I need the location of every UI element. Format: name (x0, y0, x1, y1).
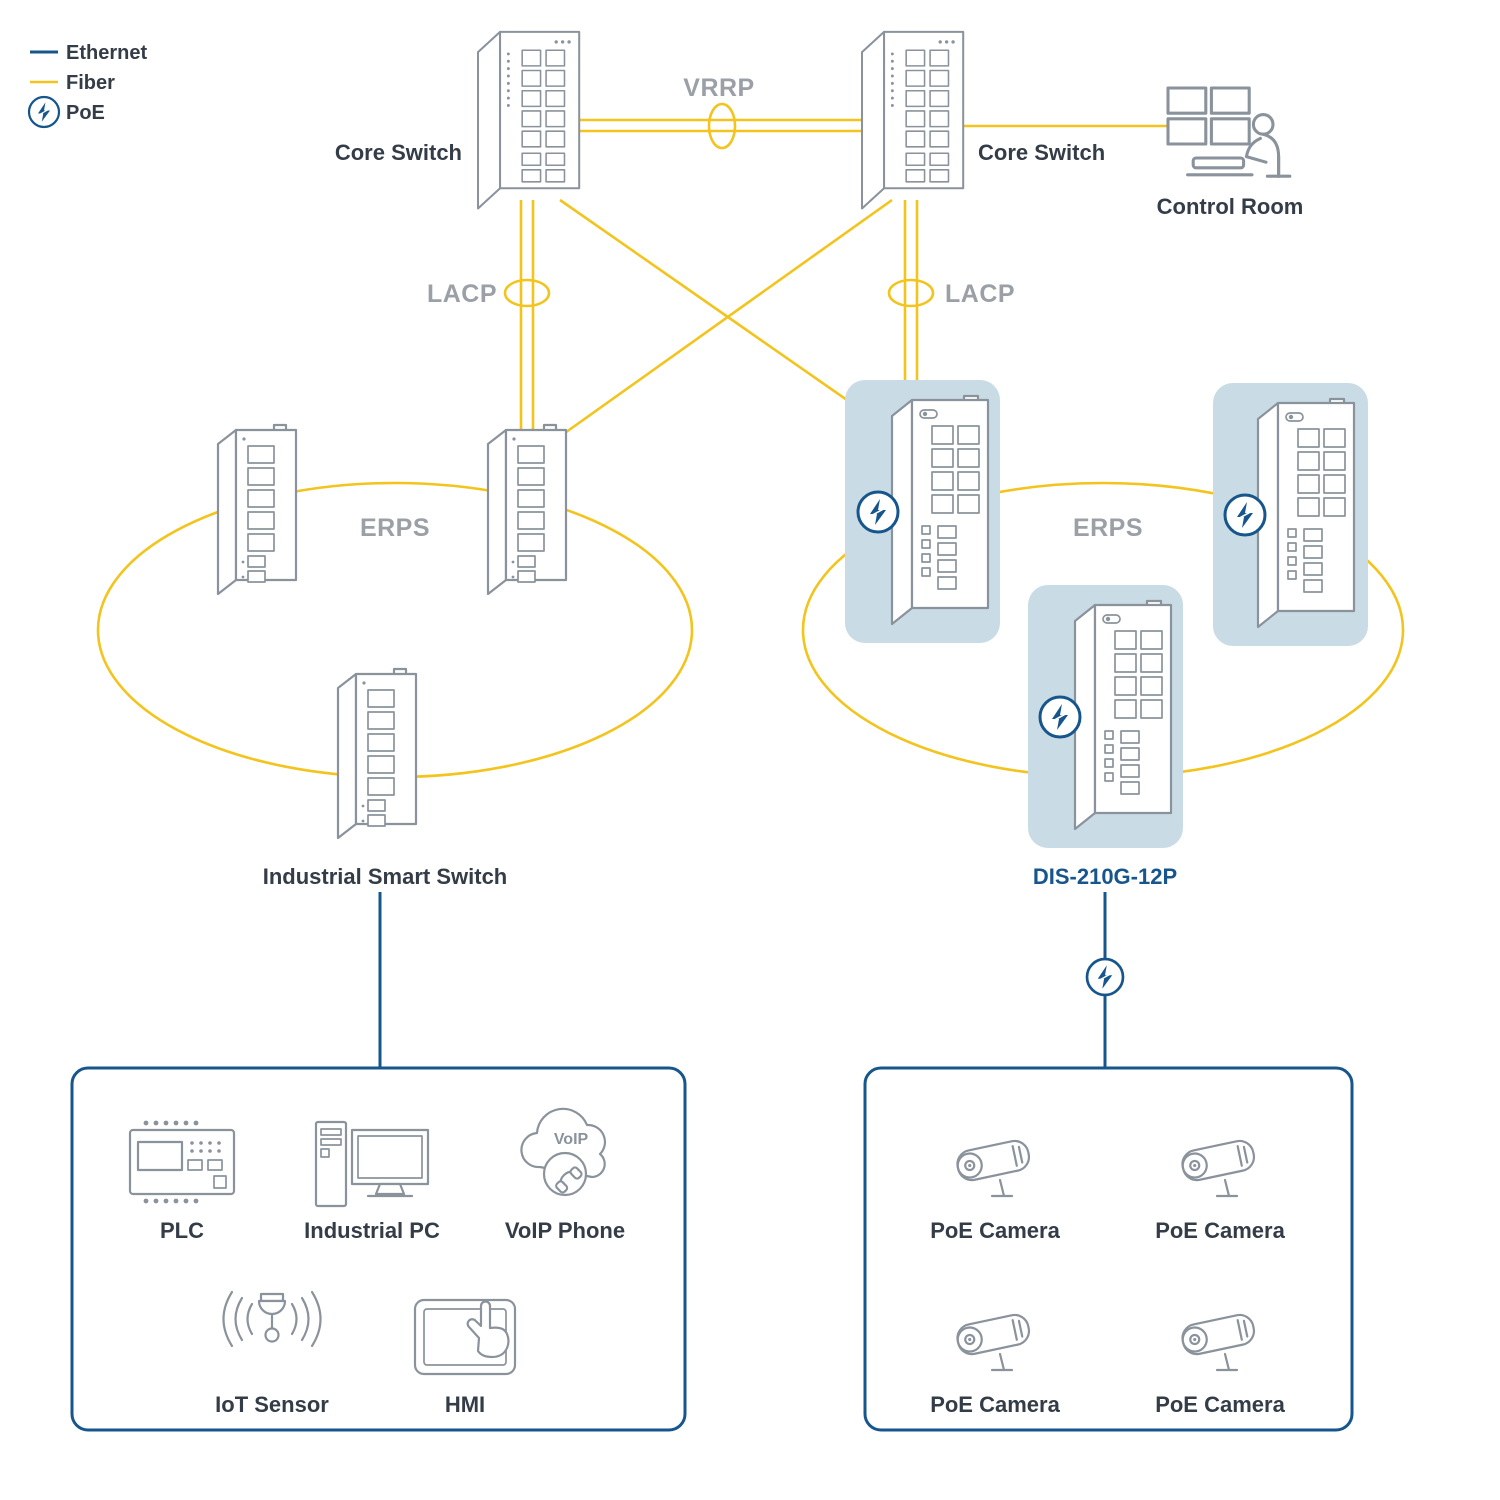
erps-left-label: ERPS (360, 514, 430, 542)
erps-right-label: ERPS (1073, 514, 1143, 542)
voip-phone-label: VoIP Phone (505, 1218, 625, 1243)
poe-switch-icon-2 (1256, 397, 1356, 629)
device-group-box-right (863, 1066, 1354, 1432)
industrial-smart-switch-label: Industrial Smart Switch (263, 864, 508, 889)
poe-icon (856, 490, 900, 534)
poe-camera-label-1: PoE Camera (930, 1218, 1060, 1243)
legend-fiber-label: Fiber (66, 72, 115, 94)
hmi-label: HMI (445, 1392, 485, 1417)
aggregation-oval-lacp-left (503, 278, 551, 308)
plc-label: PLC (160, 1218, 204, 1243)
core-switch-left-label: Core Switch (335, 140, 462, 165)
aggregation-oval-lacp-right (887, 278, 935, 308)
poe-icon (1038, 695, 1082, 739)
industrial-switch-icon-1 (216, 423, 298, 596)
poe-camera-label-4: PoE Camera (1155, 1392, 1285, 1417)
plc-icon (128, 1119, 236, 1205)
poe-icon (27, 95, 61, 129)
hmi-icon (413, 1298, 517, 1376)
poe-icon (1085, 957, 1125, 997)
lacp-right-label: LACP (945, 280, 1015, 308)
fiber-cross-right-core-to-left-ring (547, 198, 893, 447)
core-switch-left-icon (476, 30, 581, 210)
legend-poe-label: PoE (66, 102, 105, 124)
poe-icon (1223, 493, 1267, 537)
dis-210g-12p-label: DIS-210G-12P (1033, 864, 1177, 889)
aggregation-oval-vrrp (707, 102, 737, 150)
poe-switch-icon-3 (1073, 599, 1173, 831)
poe-camera-label-2: PoE Camera (1155, 1218, 1285, 1243)
poe-switch-icon-1 (890, 394, 990, 626)
industrial-switch-icon-2 (486, 423, 568, 596)
legend: Ethernet Fiber PoE (27, 42, 147, 129)
control-room-label: Control Room (1157, 194, 1304, 219)
iot-sensor-label: IoT Sensor (215, 1392, 329, 1417)
poe-camera-label-3: PoE Camera (930, 1392, 1060, 1417)
legend-ethernet-label: Ethernet (66, 42, 147, 64)
control-room-icon (1166, 86, 1292, 178)
core-switch-right-icon (860, 30, 965, 210)
industrial-pc-label: Industrial PC (304, 1218, 440, 1243)
core-switch-right-label: Core Switch (978, 140, 1105, 165)
fiber-cross-left-core-to-right-ring (559, 198, 891, 432)
industrial-switch-icon-3 (336, 667, 418, 840)
vrrp-label: VRRP (683, 74, 754, 102)
lacp-left-label: LACP (427, 280, 497, 308)
